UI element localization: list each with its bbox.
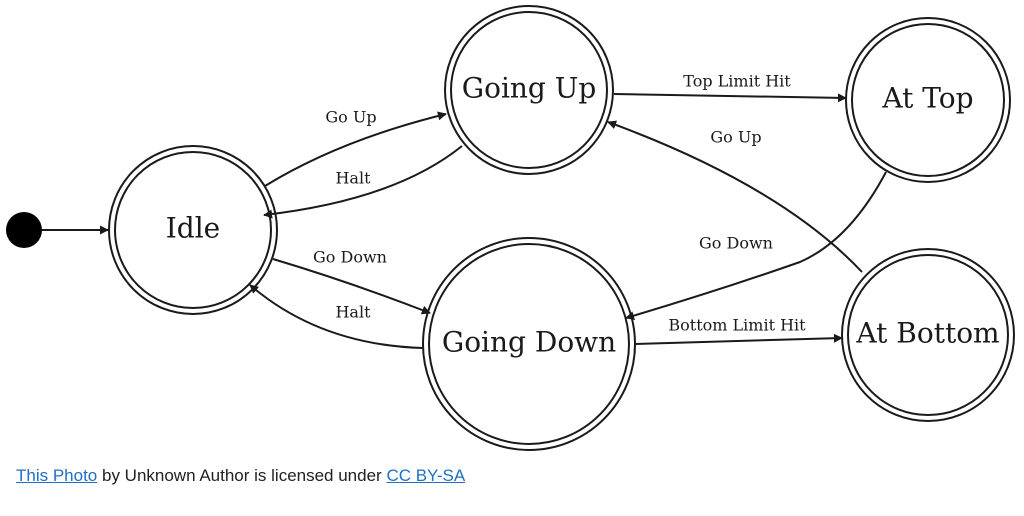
edge-label-going-up-to-at-top: Top Limit Hit — [683, 72, 791, 91]
edge-label-going-down-to-idle: Halt — [335, 303, 371, 322]
edge-label-at-bottom-to-going-up: Go Up — [710, 128, 761, 147]
attribution-text: by Unknown Author is licensed under — [97, 466, 387, 485]
edge-going-up-to-at-top — [613, 93, 847, 103]
edge-label-going-down-to-at-bottom: Bottom Limit Hit — [668, 316, 806, 335]
state-diagram: Idle Going Up At Top Going Down At Botto… — [6, 5, 1015, 451]
state-going-down: Going Down — [422, 237, 636, 451]
photo-link[interactable]: This Photo — [16, 466, 98, 485]
state-label-going-up: Going Up — [462, 72, 597, 105]
initial-state-dot — [6, 212, 42, 248]
state-label-at-top: At Top — [881, 82, 973, 115]
edge-label-idle-to-going-down: Go Down — [313, 248, 387, 267]
edge-idle-to-going-down — [272, 258, 431, 315]
edge-label-going-up-to-idle: Halt — [335, 169, 371, 188]
edge-at-bottom-to-going-up — [607, 120, 863, 273]
state-label-going-down: Going Down — [442, 326, 616, 359]
license-link[interactable]: CC BY-SA — [386, 466, 466, 485]
state-at-bottom: At Bottom — [841, 248, 1015, 422]
edge-going-up-to-idle — [263, 145, 463, 219]
edge-label-at-top-to-going-down: Go Down — [699, 234, 773, 253]
state-label-at-bottom: At Bottom — [855, 317, 999, 350]
edge-at-top-to-going-down — [625, 171, 887, 321]
state-going-up: Going Up — [444, 5, 614, 175]
edge-idle-to-going-up — [264, 111, 447, 187]
state-idle: Idle — [108, 145, 278, 315]
edge-label-idle-to-going-up: Go Up — [325, 108, 376, 127]
attribution-line: This Photo by Unknown Author is licensed… — [16, 466, 465, 486]
edge-going-down-to-at-bottom — [633, 333, 843, 345]
edge-going-down-to-idle — [249, 284, 424, 349]
edges — [42, 93, 887, 349]
state-at-top: At Top — [845, 17, 1011, 183]
state-label-idle: Idle — [166, 212, 221, 245]
